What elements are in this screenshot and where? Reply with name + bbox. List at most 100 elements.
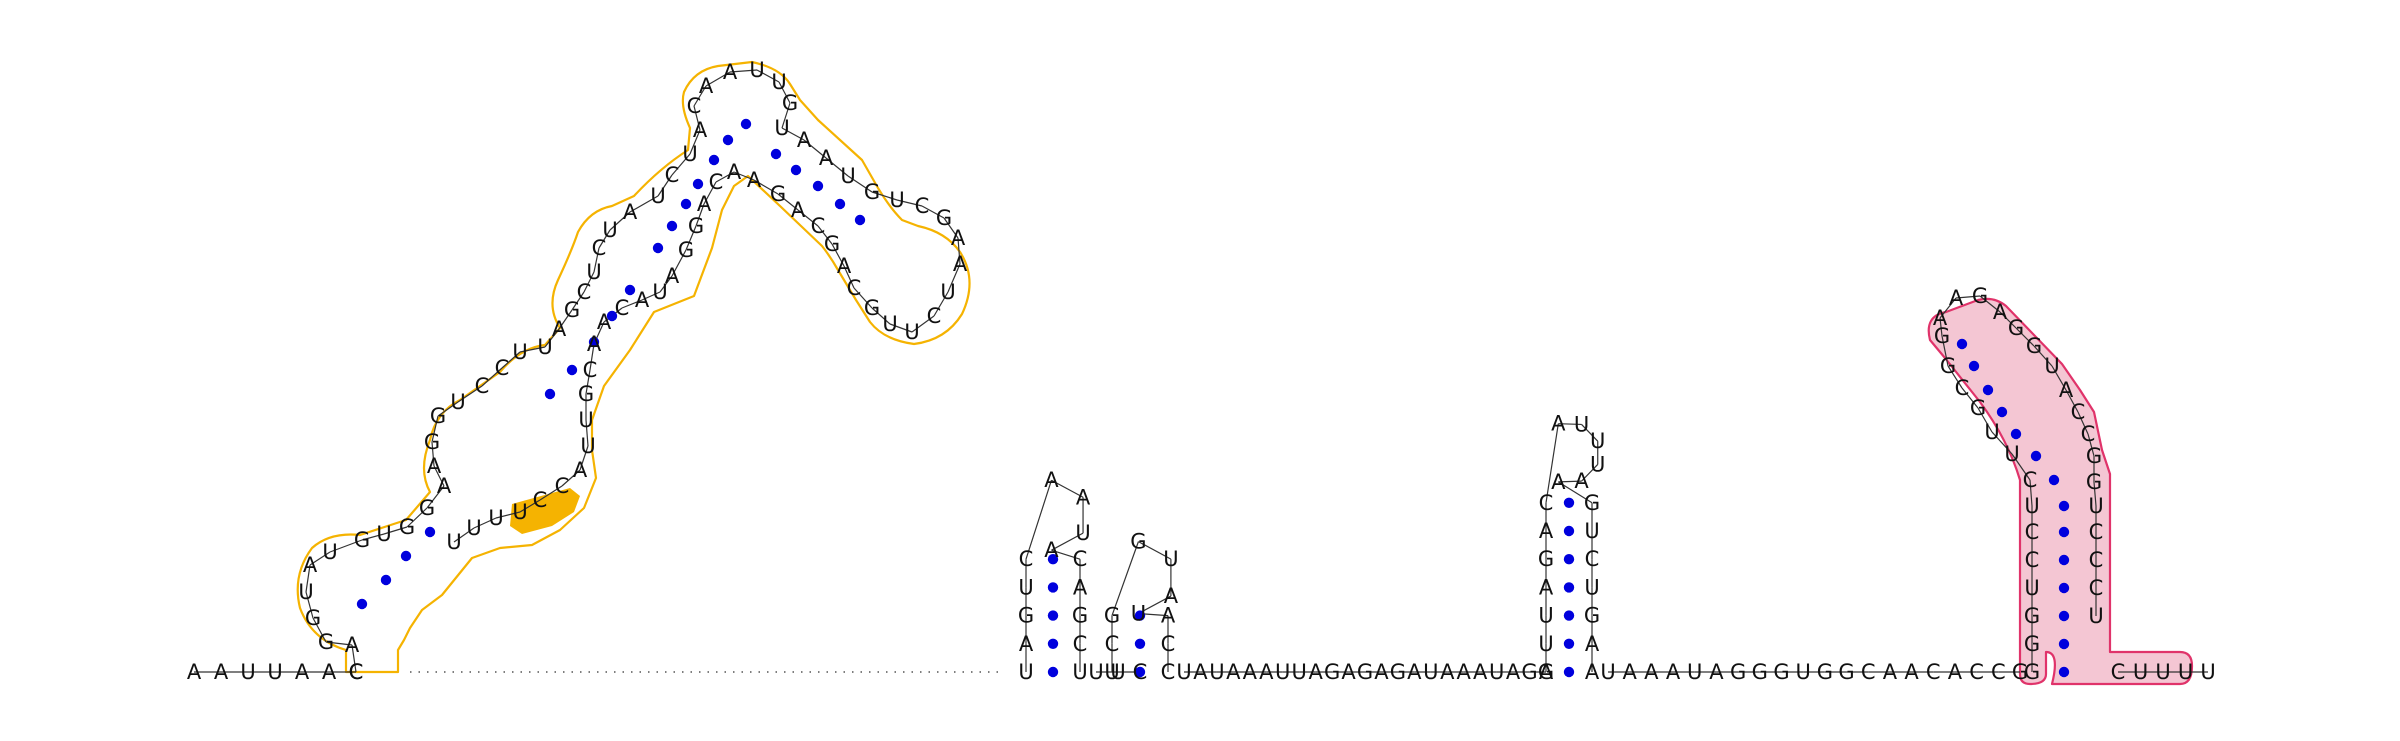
nucleotide-82: C <box>555 474 570 498</box>
backbone-link <box>1941 335 1949 367</box>
nucleotide-42: U <box>771 70 786 94</box>
nucleotide-90: G <box>1018 604 1034 628</box>
nucleotide-151: G <box>1584 491 1600 515</box>
backbone-link <box>1581 424 1599 442</box>
highlight-regions <box>296 60 2194 686</box>
backbone-link <box>2033 345 2053 367</box>
nucleotide-58: G <box>864 296 880 320</box>
nucleotide-76: A <box>587 332 602 356</box>
base-pair-dot <box>2010 428 2022 440</box>
backbone-link <box>1558 423 1582 426</box>
nucleotide-162: U <box>1687 660 1702 684</box>
nucleotide-164: G <box>1730 660 1746 684</box>
nucleotide-187: U <box>1984 420 1999 444</box>
backbone-link <box>453 527 475 543</box>
backbone-link <box>2029 479 2033 507</box>
nucleotide-9: G <box>318 630 334 654</box>
nucleotide-181: U <box>2024 576 2039 600</box>
base-pair-dot <box>2058 666 2070 678</box>
nucleotide-147: U <box>1590 429 1605 453</box>
nucleotide-137: G <box>1538 660 1554 684</box>
nucleotide-55: C <box>927 304 942 328</box>
nucleotide-148: U <box>1590 452 1605 476</box>
nucleotide-198: U <box>2044 354 2059 378</box>
nucleotide-123: A <box>1308 660 1323 684</box>
nucleotide-67: C <box>709 170 724 194</box>
backbone-links <box>194 69 2208 673</box>
nucleotide-83: C <box>533 488 548 512</box>
nucleotide-128: G <box>1390 660 1406 684</box>
nucleotide-201: C <box>2081 422 2096 446</box>
nucleotide-44: U <box>774 116 789 140</box>
backbone-link <box>778 81 791 104</box>
nucleotide-206: C <box>2089 548 2104 572</box>
backbone-link <box>1051 532 1084 551</box>
backbone-link <box>781 127 805 141</box>
nucleotide-49: U <box>889 188 904 212</box>
nucleotide-194: G <box>1972 284 1988 308</box>
backbone-link <box>351 644 357 673</box>
nucleotide-87: U <box>446 530 461 554</box>
nucleotide-97: C <box>1073 547 1088 571</box>
nucleotide-46: A <box>819 146 834 170</box>
backbone-link <box>519 499 541 513</box>
base-pair-dot <box>544 388 556 400</box>
base-pair-dot <box>2048 474 2060 486</box>
backbone-link <box>437 401 459 417</box>
nucleotide-33: A <box>623 200 638 224</box>
backbone-link <box>1955 295 1981 299</box>
base-pair-dot <box>424 526 436 538</box>
backbone-link <box>329 539 363 553</box>
backbone-link <box>1558 480 1582 483</box>
base-pair-dot <box>1047 554 1059 565</box>
nucleotide-96: A <box>1044 538 1059 562</box>
backbone-link <box>495 511 521 519</box>
nucleotide-207: C <box>2089 576 2104 600</box>
base-pair-dot <box>1563 666 1575 678</box>
backbone-link <box>729 69 758 73</box>
base-pair-dot <box>740 118 752 130</box>
nucleotide-152: U <box>1584 519 1599 543</box>
nucleotide-74: C <box>615 296 630 320</box>
backbone-link <box>705 71 731 87</box>
nucleotide-202: G <box>2086 444 2102 468</box>
nucleotide-111: U <box>1131 602 1146 626</box>
backbone-link <box>433 465 445 487</box>
highlight-fill-orange <box>510 488 580 534</box>
base-pair-dot <box>566 364 578 376</box>
nucleotide-199: A <box>2059 378 2074 402</box>
backbone-link <box>1581 464 1599 482</box>
nucleotide-60: A <box>837 254 852 278</box>
backbone-link <box>733 171 755 181</box>
nucleotide-7: C <box>349 660 364 684</box>
backbone-link <box>312 617 327 643</box>
nucleotide-193: A <box>1949 286 1964 310</box>
nucleotide-13: U <box>322 540 337 564</box>
base-pair-dot <box>1047 638 1059 649</box>
backbone-link <box>501 351 521 369</box>
nucleotide-127: A <box>1374 660 1389 684</box>
nucleotide-78: G <box>578 382 594 406</box>
nucleotide-1: A <box>214 660 229 684</box>
nucleotide-140: U <box>1538 604 1553 628</box>
nucleotide-116: A <box>1193 660 1208 684</box>
nucleotide-59: C <box>847 276 862 300</box>
nucleotide-121: U <box>1275 660 1290 684</box>
nucleotide-4: A <box>295 660 310 684</box>
nucleotide-10: G <box>305 606 321 630</box>
nucleotide-204: U <box>2088 494 2103 518</box>
nucleotide-160: A <box>1644 660 1659 684</box>
nucleotide-48: G <box>864 180 880 204</box>
backbone-link <box>693 85 707 107</box>
nucleotide-141: A <box>1539 575 1554 599</box>
nucleotide-15: U <box>376 522 391 546</box>
nucleotide-211: U <box>2155 660 2170 684</box>
nucleotide-94: A <box>1076 485 1091 509</box>
nucleotide-56: U <box>904 320 919 344</box>
backbone-link <box>921 205 945 219</box>
nucleotide-173: C <box>1926 660 1941 684</box>
backbone-link <box>2065 389 2079 413</box>
nucleotide-64: G <box>770 182 786 206</box>
nucleotide-117: U <box>1209 660 1224 684</box>
